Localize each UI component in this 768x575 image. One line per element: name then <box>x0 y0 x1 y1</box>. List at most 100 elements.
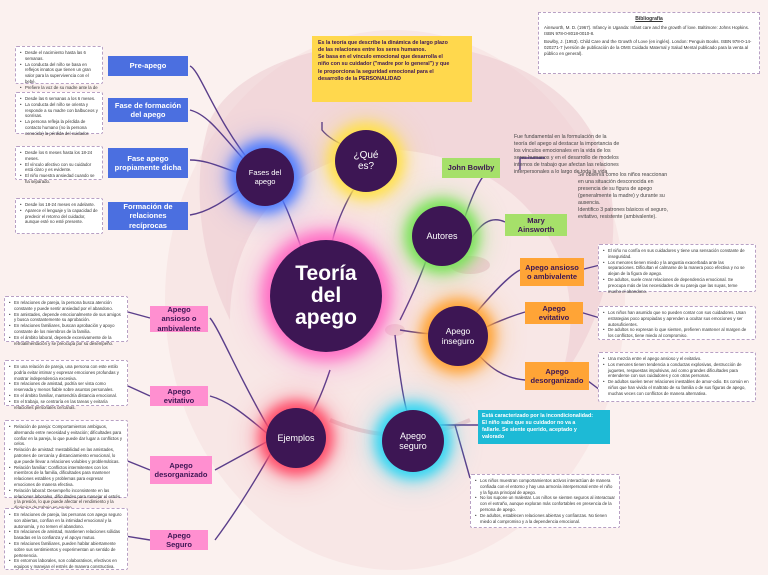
note-item: La conducta del niño se orienta y respon… <box>20 102 98 119</box>
ejemplos-label: Ejemplos <box>277 433 315 443</box>
definition-line: desarrollo de la PERSONALIDAD <box>318 75 402 82</box>
definition-line: de las relaciones entre los seres humano… <box>318 47 427 54</box>
inseguro-node[interactable]: Apego inseguro <box>428 306 488 366</box>
inseguro-type-label: Apego desorganizado <box>530 366 584 385</box>
note-item: Los menores tienen tendencia a conductas… <box>603 362 751 379</box>
fases-node[interactable]: Fases del apego <box>236 148 294 206</box>
definition-line: Es la teoría que describe la dinámica de… <box>318 40 448 46</box>
definition-box: Es la teoría que describe la dinámica de… <box>312 36 472 102</box>
que-es-label: ¿Qué es? <box>353 150 379 172</box>
ejemplos-node[interactable]: Ejemplos <box>266 408 326 468</box>
note-item: Los niños muestran comportamientos activ… <box>475 478 615 495</box>
seguro-headline-line: fallarle. Se siente querido, aceptado y <box>482 426 577 433</box>
note-item: De adultos, establecen relaciones abiert… <box>475 513 615 525</box>
ejemplo-label: Apego ansioso o ambivalente <box>157 304 201 333</box>
note-item: La conducta del niño se basa en reflejos… <box>20 62 98 85</box>
ejemplo-note-evitativo: En una relación de pareja, una persona c… <box>4 360 128 410</box>
ejemplo-note-desorganizado: Relación de pareja: Comportamientos ambi… <box>4 420 128 510</box>
fase-formacion[interactable]: Fase de formación del apego <box>108 98 188 122</box>
ainsworth-line: Identifico 3 patrones básicos el seguro, <box>578 207 668 214</box>
inseguro-evitativo[interactable]: Apego evitativo <box>525 302 583 324</box>
autores-label: Autores <box>426 231 458 241</box>
bowlby-line: interpersonales a lo largo de toda la vi… <box>514 169 608 176</box>
seguro-label: Apego seguro <box>399 431 427 451</box>
note-item: En entornos laborales, son colaborativos… <box>9 558 123 570</box>
ejemplo-seguro[interactable]: Apego Seguro <box>150 530 208 550</box>
que-es-node[interactable]: ¿Qué es? <box>335 130 397 192</box>
note-item: En amistades, depende emocionalmente de … <box>9 312 123 324</box>
note-item: En una relación de pareja, una persona c… <box>9 364 123 381</box>
definition-line: niño con su cuidador ("madre por lo gene… <box>318 61 450 68</box>
author-bowlby[interactable]: John Bowlby <box>442 158 500 178</box>
bibliography-box: Bibliografía Ainsworth, M. D. (1967). In… <box>538 12 760 74</box>
fase-label: Fase de formación del apego <box>114 100 182 119</box>
note-item: El vínculo afectivo con su cuidador está… <box>20 162 98 174</box>
definition-line: Se basa en el vínculo emocional que desa… <box>318 54 443 61</box>
note-item: Relación laboral: Desempeño inconsistent… <box>9 488 123 511</box>
note-item: Los menores tienen miedo y la angustia e… <box>603 260 751 277</box>
note-item: Desde el nacimiento hasta las 6 semanas. <box>20 50 98 62</box>
autores-node[interactable]: Autores <box>412 206 472 266</box>
ainsworth-line: Se observa como los niños reaccionan <box>578 172 668 178</box>
note-item: En el ámbito familiar, mantendría distan… <box>9 393 123 399</box>
bowlby-line: Fue fundamental en la formulación de la <box>514 134 607 140</box>
ainsworth-description: Se observa como los niños reaccionan en … <box>578 172 708 221</box>
note-item: En relaciones familiares, pueden hablar … <box>9 541 123 558</box>
note-item: De adultos, suele crear relaciones de de… <box>603 277 751 294</box>
fase-note-propiamente-dicha: Desde los 6 meses hasta los 18-24 meses.… <box>15 146 103 184</box>
central-title: Teoría del apego <box>295 261 357 330</box>
seguro-node[interactable]: Apego seguro <box>382 410 444 472</box>
ejemplo-label: Apego Seguro <box>166 530 192 549</box>
author-name: John Bowlby <box>447 163 495 173</box>
inseguro-desorganizado[interactable]: Apego desorganizado <box>525 362 589 390</box>
bibliography-title: Bibliografía <box>635 16 663 22</box>
inseguro-note-desorganizado: Una mezcla entre el apego ansioso y el e… <box>598 352 756 402</box>
ejemplo-note-ansioso: En relaciones de pareja, la persona busc… <box>4 296 128 346</box>
fase-propiamente-dicha[interactable]: Fase apego propiamente dicha <box>108 148 188 178</box>
seguro-headline-line: valorado <box>482 433 505 440</box>
note-item: De adultos suelen tener relaciones inest… <box>603 379 751 396</box>
fase-relaciones-reciprocas[interactable]: Formación de relaciones recíprocas <box>108 202 188 230</box>
bowlby-line: teoría del apego al destacar la importan… <box>514 141 620 148</box>
seguro-note: Los niños muestran comportamientos activ… <box>470 474 620 528</box>
fase-label: Pre-apego <box>129 61 167 71</box>
bowlby-line: los vínculos emocionales en la vida de l… <box>514 148 611 155</box>
note-item: Aparece el lenguaje y la capacidad de pr… <box>20 208 98 225</box>
ejemplo-note-seguro: En relaciones de pareja, las personas co… <box>4 508 128 570</box>
ainsworth-line: (generalmente la madre) y durante su <box>578 193 665 200</box>
inseguro-type-label: Apego ansioso o ambivalente <box>525 262 579 281</box>
note-item: En relaciones de amistad, podría ser vis… <box>9 381 123 393</box>
fases-label: Fases del apego <box>248 168 282 186</box>
ejemplo-desorganizado[interactable]: Apego desorganizado <box>150 456 212 484</box>
bowlby-description: Fue fundamental en la formulación de la … <box>514 134 674 176</box>
note-item: No los supone un malestar. Los niños se … <box>475 495 615 512</box>
central-topic[interactable]: Teoría del apego <box>270 240 382 352</box>
ainsworth-line: en una situación desconocida en <box>578 179 654 186</box>
note-item: Una mezcla entre el apego ansioso y el e… <box>603 356 751 362</box>
note-item: En el ámbito laboral, depende excesivame… <box>9 335 123 347</box>
note-item: Relación de amistad: Inestabilidad en la… <box>9 447 123 464</box>
inseguro-note-evitativo: Los niños han asumido que no pueden cont… <box>598 306 756 340</box>
fase-note-pre-apego: Desde el nacimiento hasta las 6 semanas.… <box>15 46 103 96</box>
inseguro-label: Apego inseguro <box>441 326 475 346</box>
seguro-headline: Está caracterizado por la incondicionali… <box>478 410 610 444</box>
author-ainsworth[interactable]: Mary Ainsworth <box>505 214 567 236</box>
ainsworth-line: presencia de su figura de apego <box>578 186 653 193</box>
note-item: En el trabajo, se centraría en las tarea… <box>9 399 123 411</box>
definition-line: le proporciona la seguridad emocional pa… <box>318 68 434 75</box>
inseguro-note-ansioso: El niño no confía en sus cuidadores y ti… <box>598 244 756 294</box>
note-item: Los niños han asumido que no pueden cont… <box>603 310 751 327</box>
inseguro-ansioso[interactable]: Apego ansioso o ambivalente <box>520 258 584 286</box>
ejemplo-label: Apego desorganizado <box>154 460 208 479</box>
ejemplo-label: Apego evitativo <box>163 386 195 405</box>
note-item: Relación de pareja: Comportamientos ambi… <box>9 424 123 447</box>
ejemplo-ansioso[interactable]: Apego ansioso o ambivalente <box>150 304 208 333</box>
note-item: El niño muestra ansiedad cuando se ha se… <box>20 173 98 185</box>
seguro-headline-line: El niño sabe que su cuidador no va a <box>482 419 576 426</box>
fase-pre-apego[interactable]: Pre-apego <box>108 56 188 76</box>
ainsworth-line: ausencia. <box>578 200 601 207</box>
bowlby-line: seres humanos y en el desarrollo de mode… <box>514 155 619 162</box>
ejemplo-evitativo[interactable]: Apego evitativo <box>150 386 208 406</box>
bibliography-entry: Bowlby, J. (1953). Child Care and the Gr… <box>544 38 752 56</box>
note-item: El niño no confía en sus cuidadores y ti… <box>603 248 751 260</box>
